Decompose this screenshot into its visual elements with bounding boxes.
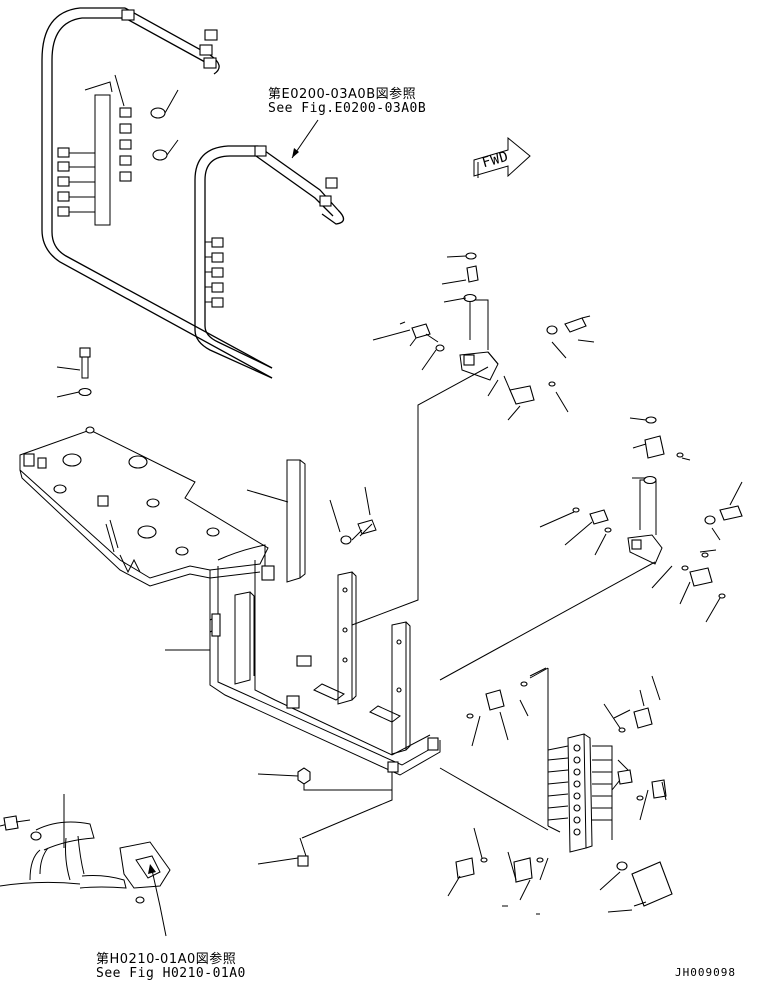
fwd-arrow-icon [473, 136, 531, 178]
clamp-detail [0, 794, 171, 937]
bolt-top-left [56, 347, 92, 398]
valve-block-right [439, 416, 743, 681]
terminal-block [439, 667, 673, 915]
mounting-plate [19, 426, 269, 587]
upper-ref-en: See Fig.E0200-03A0B [268, 101, 427, 116]
drawing-number: JH009098 [675, 966, 736, 979]
center-frame [209, 459, 441, 776]
harness-frame-left [41, 7, 273, 379]
lower-ref-jp: 第H0210-01A0図参照 [96, 952, 237, 967]
upper-ref-jp: 第E0200-03A0B図参照 [268, 87, 417, 102]
upper-ref-leader [291, 119, 319, 159]
lower-ref-en: See Fig H0210-01A0 [96, 966, 246, 981]
valve-block-upper [351, 252, 595, 626]
harness-frame-middle [194, 145, 345, 379]
connector-cluster-left [57, 74, 179, 226]
bolt-bracket [246, 486, 377, 545]
nut-and-bolt [257, 767, 393, 867]
